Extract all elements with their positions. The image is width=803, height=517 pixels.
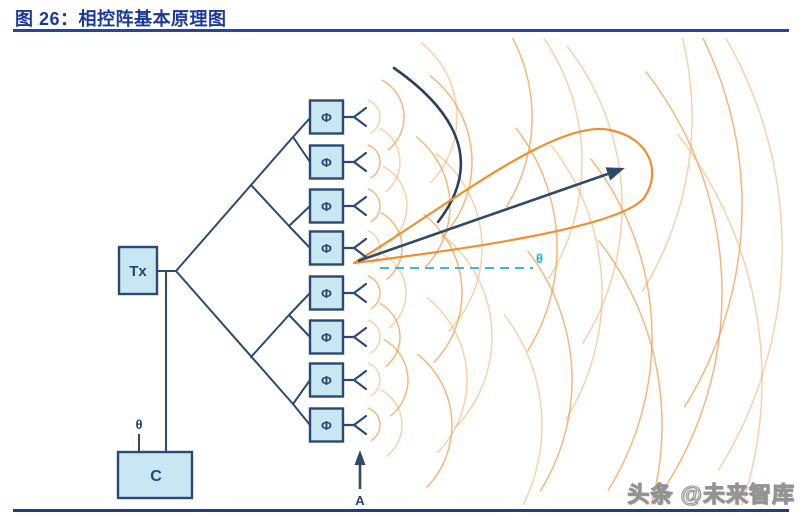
array-normal-arrow: A: [354, 450, 366, 508]
wavelet-arc: [367, 407, 381, 442]
phase-shifter-element: Φ: [308, 144, 368, 180]
wavelet-arc: [415, 136, 451, 268]
wavelet-arcs: [367, 38, 783, 505]
antenna-icon: [342, 195, 368, 217]
wavelet-arc: [367, 144, 381, 179]
phase-shifter-box: [308, 188, 345, 224]
phase-shifter-element: Φ: [308, 188, 368, 224]
wavelet-arc: [441, 234, 493, 428]
phase-shifter-element: Φ: [308, 407, 368, 443]
phase-shifter-element: Φ: [308, 99, 368, 135]
controller-theta-label: θ: [135, 417, 142, 432]
wavelet-arc: [416, 353, 453, 489]
feed-network-lines: [156, 117, 311, 453]
figure-title: 图 26：相控阵基本原理图: [15, 9, 227, 29]
phase-shifter-element: Φ: [308, 362, 368, 398]
wavelet-arc: [645, 70, 723, 485]
beam-direction-arrow: [357, 167, 625, 263]
phase-shifter-box: [308, 230, 345, 266]
wavelet-arc: [423, 213, 463, 364]
wavelet-arc: [515, 127, 558, 352]
controller-box: θ C: [116, 417, 194, 500]
antenna-icon: [342, 326, 368, 348]
wavelet-arc: [367, 188, 381, 223]
wavelet-arc: [380, 389, 403, 458]
wavelet-arc: [526, 250, 573, 492]
phase-shifter-box: [308, 319, 345, 355]
title-underline: [13, 29, 789, 32]
tx-box: Tx: [117, 245, 159, 296]
wavelet-arc: [676, 133, 763, 505]
beam-angle-label: θ: [536, 251, 543, 266]
phase-shifter-label: Φ: [321, 155, 332, 170]
wavelet-arc: [379, 127, 401, 193]
antenna-icon: [342, 414, 368, 436]
wavelet-arc: [717, 38, 783, 471]
wavelet-arc: [367, 99, 381, 134]
bottom-rule: [13, 509, 789, 512]
wavelet-arc: [503, 313, 543, 505]
antenna-icon: [342, 369, 368, 391]
phase-shifter-element: Φ: [308, 230, 368, 266]
wavelet-arc: [379, 302, 401, 368]
phase-shifter-label: Φ: [321, 330, 332, 345]
wavelet-arc: [382, 165, 408, 243]
wavelet-arc: [429, 74, 473, 239]
wavelet-arc: [542, 38, 583, 279]
antenna-icon: [342, 106, 368, 128]
controller-label: C: [150, 468, 162, 485]
wavelet-arc: [426, 296, 468, 454]
array-normal-label: A: [355, 493, 365, 508]
antenna-icon: [342, 237, 368, 259]
phase-shifter-box: [308, 362, 345, 398]
wavelet-arc: [550, 144, 603, 421]
wavelet-arc: [367, 275, 381, 310]
tx-label: Tx: [129, 263, 147, 280]
wavelet-arc: [641, 38, 693, 293]
phase-shifter-element: Φ: [308, 319, 368, 355]
phase-shifter-label: Φ: [321, 286, 332, 301]
wavelet-arc: [566, 45, 623, 345]
wavelet-arc: [683, 38, 743, 408]
wavelet-arc: [420, 41, 458, 184]
wavelet-arc: [597, 239, 663, 505]
phase-shifter-label: Φ: [321, 199, 332, 214]
phase-shifter-box: [308, 275, 345, 311]
phase-shifter-element: Φ: [308, 275, 368, 311]
phase-shifter-box: [308, 407, 345, 443]
wavelet-arc: [435, 152, 483, 332]
wavelet-arc: [367, 362, 381, 397]
wavefront-arc-dark: [392, 66, 463, 224]
wavelet-arc: [505, 38, 533, 208]
phase-shifter-label: Φ: [321, 373, 332, 388]
phase-shifter-label: Φ: [321, 418, 332, 433]
wavelet-arc: [589, 158, 653, 492]
antenna-icon: [342, 151, 368, 173]
beam-lobe-outline: [352, 127, 654, 265]
watermark: 头条 @未来智库: [627, 482, 795, 508]
wavelet-arc: [367, 319, 381, 354]
phase-shifter-label: Φ: [321, 241, 332, 256]
antenna-icon: [342, 282, 368, 304]
phase-shifter-label: Φ: [321, 110, 332, 125]
phase-shifter-array: Φ Φ Φ Φ Φ Φ Φ Φ: [308, 99, 368, 443]
